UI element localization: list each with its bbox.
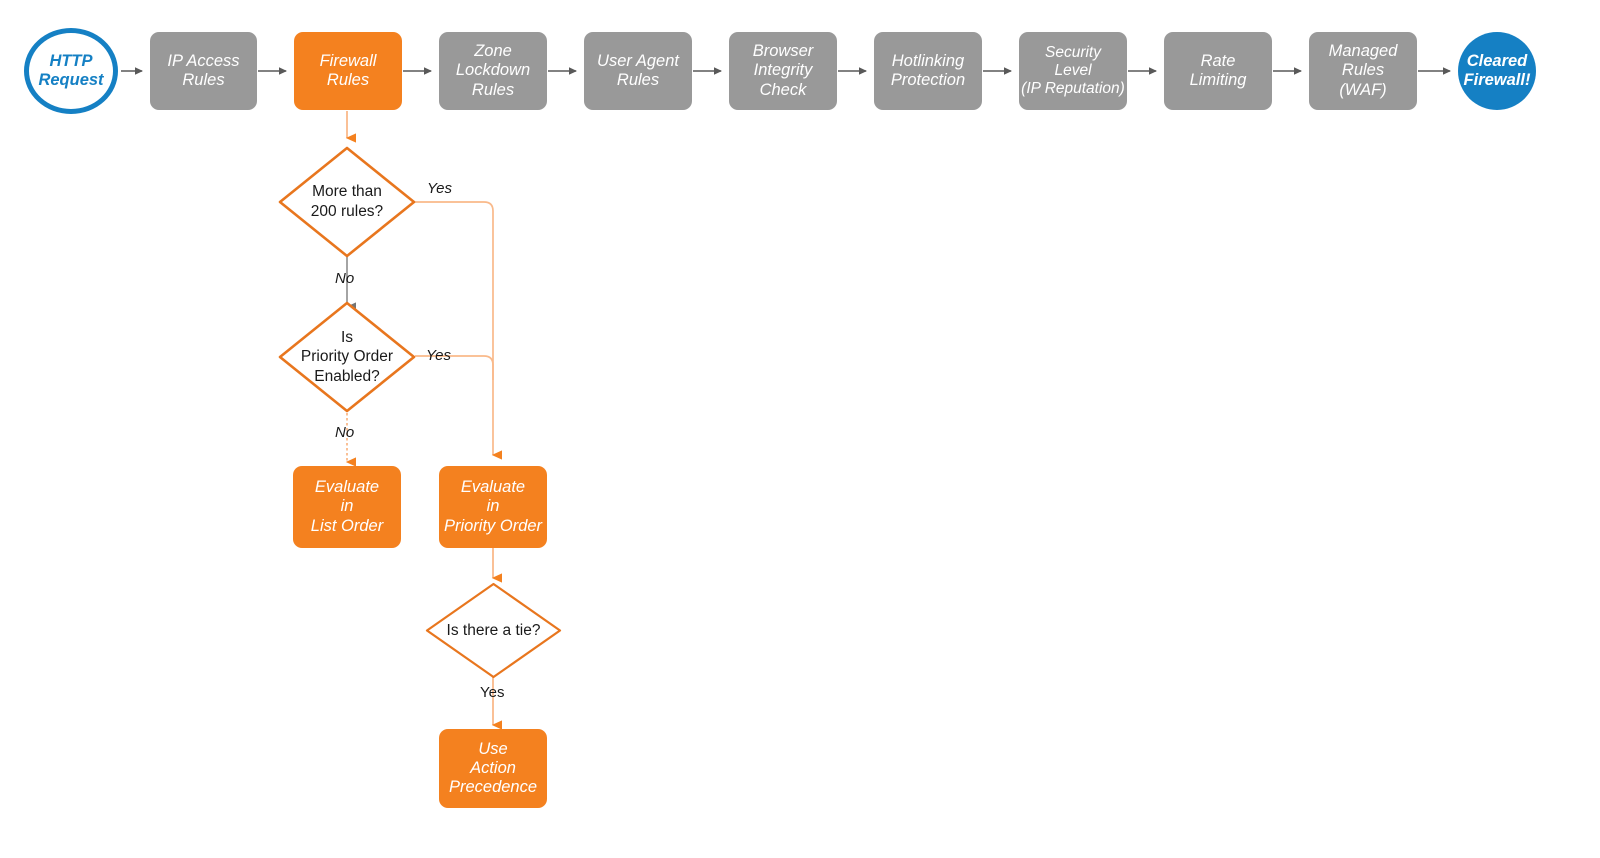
edge-rulecount-yes <box>415 201 503 460</box>
edge-label-yes-priority-order: Yes <box>426 347 452 364</box>
node-ip-access-rules[interactable]: IP Access Rules <box>150 32 257 110</box>
node-browser-integrity-check-label: Browser Integrity Check <box>752 42 814 99</box>
node-firewall-rules[interactable]: Firewall Rules <box>294 32 402 110</box>
node-zone-lockdown-rules[interactable]: Zone Lockdown Rules <box>439 32 547 110</box>
node-cleared-firewall-label: Cleared Firewall! <box>1463 51 1531 89</box>
node-browser-integrity-check[interactable]: Browser Integrity Check <box>729 32 837 110</box>
decision-is-there-a-tie-label: Is there a tie? <box>446 621 541 639</box>
node-evaluate-in-priority-order[interactable]: Evaluate in Priority Order <box>439 466 547 548</box>
decision-is-there-a-tie[interactable]: Is there a tie? <box>424 581 563 680</box>
edge-label-no-200-rules: No <box>335 270 355 287</box>
decision-more-than-200-rules-label: More than 200 rules? <box>310 183 384 220</box>
node-evaluate-in-list-order-label: Evaluate in List Order <box>310 478 384 535</box>
decision-priority-order-enabled-label: Is Priority Order Enabled? <box>300 328 394 385</box>
node-http-request[interactable]: HTTP Request <box>24 28 118 114</box>
node-managed-rules-waf[interactable]: Managed Rules (WAF) <box>1309 32 1417 110</box>
diamond-shape-icon <box>425 582 562 679</box>
node-evaluate-in-list-order[interactable]: Evaluate in List Order <box>293 466 401 548</box>
node-rate-limiting-label: Rate Limiting <box>1189 51 1247 89</box>
decision-priority-order-enabled[interactable]: Is Priority Order Enabled? <box>277 300 417 414</box>
node-use-action-precedence-label: Use Action Precedence <box>448 739 538 797</box>
node-user-agent-rules-label: User Agent Rules <box>597 51 679 89</box>
edge-label-no-priority-order: No <box>335 424 355 441</box>
node-security-level[interactable]: Security Level (IP Reputation) <box>1019 32 1127 110</box>
diamond-shape-icon <box>278 301 416 413</box>
node-user-agent-rules[interactable]: User Agent Rules <box>584 32 692 110</box>
node-evaluate-in-priority-order-label: Evaluate in Priority Order <box>443 478 543 535</box>
node-hotlinking-protection-label: Hotlinking Protection <box>890 51 966 89</box>
node-security-level-label: Security Level (IP Reputation) <box>1021 43 1125 98</box>
diamond-shape-icon <box>278 146 416 258</box>
node-http-request-label: HTTP Request <box>38 51 104 89</box>
node-hotlinking-protection[interactable]: Hotlinking Protection <box>874 32 982 110</box>
node-firewall-rules-label: Firewall Rules <box>319 51 377 89</box>
node-use-action-precedence[interactable]: Use Action Precedence <box>439 729 547 808</box>
node-managed-rules-waf-label: Managed Rules (WAF) <box>1328 42 1398 99</box>
node-rate-limiting[interactable]: Rate Limiting <box>1164 32 1272 110</box>
node-ip-access-rules-label: IP Access Rules <box>167 51 240 89</box>
edge-label-yes-tie: Yes <box>480 684 505 701</box>
node-zone-lockdown-rules-label: Zone Lockdown Rules <box>455 42 531 99</box>
decision-more-than-200-rules[interactable]: More than 200 rules? <box>277 145 417 259</box>
node-cleared-firewall[interactable]: Cleared Firewall! <box>1458 32 1536 110</box>
edge-label-yes-200-rules: Yes <box>427 180 453 197</box>
